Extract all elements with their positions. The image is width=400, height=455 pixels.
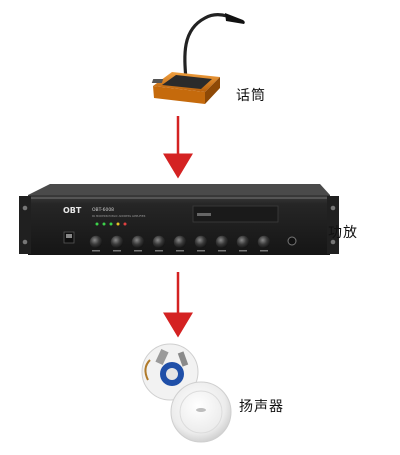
- amp-brand: OBT: [63, 206, 82, 215]
- label-microphone: 话筒: [236, 88, 266, 104]
- label-amplifier: 功放: [328, 225, 358, 241]
- gooseneck-microphone-icon: [151, 13, 245, 104]
- ceiling-speaker-icon: [141, 343, 232, 443]
- label-speaker: 扬声器: [239, 399, 284, 415]
- amp-model: OBT-6008: [92, 207, 114, 213]
- amp-subtitle: PA MODERN PUBLIC ADDRESS AMPLIFIER: [92, 214, 146, 218]
- rack-amplifier-icon: [19, 184, 339, 255]
